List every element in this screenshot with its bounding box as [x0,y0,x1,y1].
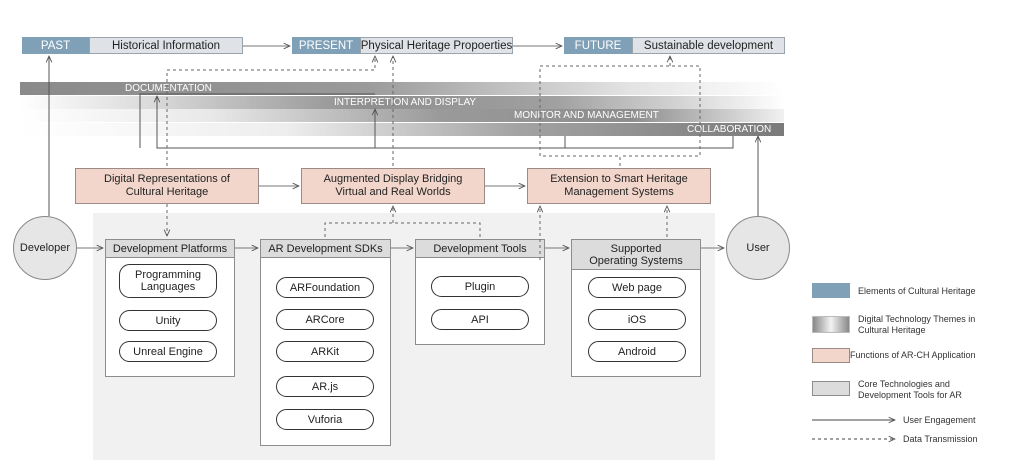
panel-title: Development Tools [415,239,545,258]
era-text-present: Physical Heritage Propoerties [360,37,513,54]
panel-title: AR Development SDKs [260,239,391,258]
dash-management-loop [539,65,701,166]
item-unity: Unity [119,310,217,331]
legend-swatch-core [812,381,850,396]
item-web-page: Web page [588,277,686,298]
era-tag-future: FUTURE [564,37,632,54]
legend-swatch-functions [812,348,850,363]
era-text-past: Historical Information [89,37,243,54]
dash-sdks-tools [324,222,481,237]
theme-label-documentation: DOCUMENTATION [125,83,212,94]
panel-development-platforms: Development Platforms Programming Langua… [105,239,235,377]
era-text-future: Sustainable development [632,37,785,54]
item-arfoundation: ARFoundation [276,277,374,298]
function-smart-management: Extension to Smart Heritage Management S… [527,168,711,204]
legend-text-functions: Functions of AR-CH Application [850,350,976,360]
item-ios: iOS [588,309,686,330]
theme-label-collaboration: COLLABORATION [687,124,772,135]
legend-text-themes: Digital Technology Themes in Cultural He… [858,314,976,335]
dash-func1-present [166,56,375,166]
panel-operating-systems: Supported Operating Systems Web page iOS… [571,239,701,377]
theme-band-documentation: DOCUMENTATION [20,82,784,95]
item-api: API [431,309,529,330]
item-vuforia: Vuforia [276,409,374,430]
theme-band-monitor: MONITOR AND MANAGEMENT [20,109,784,122]
function-augmented-display: Augmented Display Bridging Virtual and R… [301,168,485,204]
item-unreal-engine: Unreal Engine [119,341,217,362]
item-plugin: Plugin [431,276,529,297]
era-tag-present: PRESENT [292,37,360,54]
legend-swatch-elements [812,283,850,298]
legend-text-transmission: Data Transmission [903,434,978,444]
line-doc-interpretation [139,93,375,148]
panel-ar-sdks: AR Development SDKs ARFoundation ARCore … [260,239,391,446]
theme-band-interpretation: INTERPRETION AND DISPLAY [20,96,784,109]
theme-band-collaboration: COLLABORATION [20,123,784,136]
legend-text-elements: Elements of Cultural Heritage [858,286,976,296]
theme-label-monitor: MONITOR AND MANAGEMENT [514,110,659,121]
user-node: User [726,216,790,280]
era-tag-past: PAST [22,37,89,54]
line-collaboration-left [156,136,565,149]
panel-development-tools: Development Tools Plugin API [415,239,545,345]
legend-text-core: Core Technologies and Development Tools … [858,379,962,400]
legend-swatch-themes [812,316,850,333]
item-arcore: ARCore [276,309,374,330]
developer-node: Developer [13,216,77,280]
item-programming-languages: Programming Languages [119,264,217,298]
legend-text-engagement: User Engagement [903,415,976,425]
item-arkit: ARKit [276,341,374,362]
line-collaboration-loop [564,136,734,149]
item-android: Android [588,341,686,362]
function-digital-representation: Digital Representations of Cultural Heri… [75,168,259,204]
item-arjs: AR.js [276,376,374,397]
panel-title: Development Platforms [105,239,235,258]
theme-label-interpretation: INTERPRETION AND DISPLAY [334,97,477,108]
panel-title: Supported Operating Systems [571,239,701,270]
